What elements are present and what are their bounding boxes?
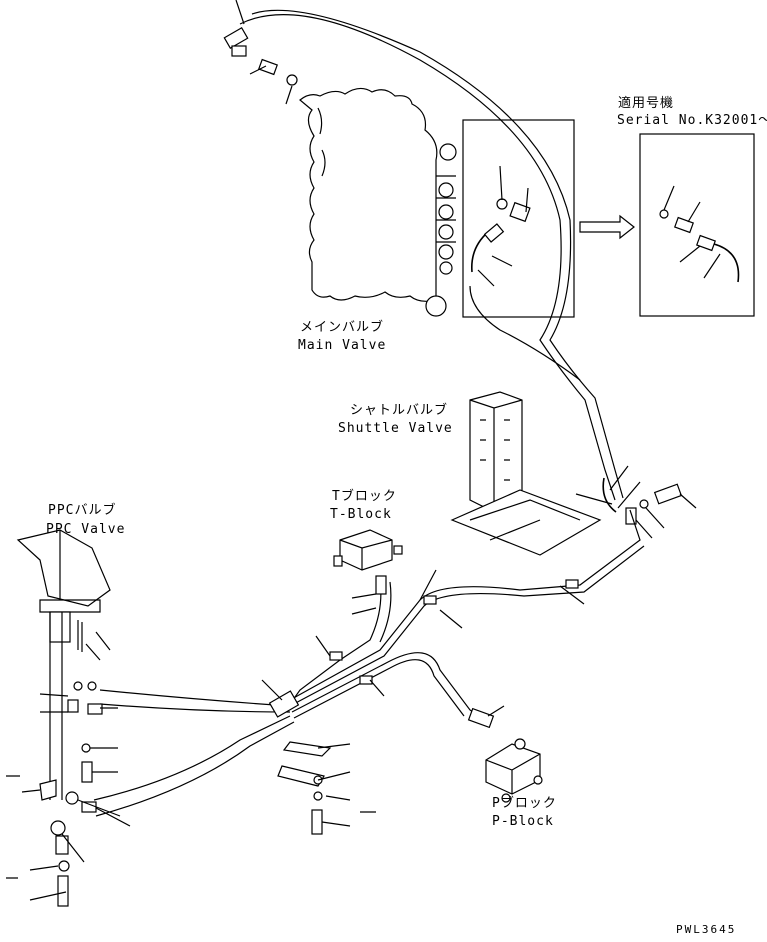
hose-bundle (93, 509, 645, 817)
serial-detail-box (639, 133, 755, 317)
t-block-label-en: T-Block (330, 507, 392, 522)
ppc-valve (6, 529, 131, 907)
drawing-number: PWL3645 (676, 923, 736, 936)
ppc-valve-label-jp: PPCバルブ (48, 502, 116, 518)
main-valve-label-en: Main Valve (298, 338, 386, 353)
p-block-label-jp: Pブロック (492, 795, 557, 811)
serial-label: Serial No.K32001～ (617, 113, 767, 128)
main-valve (299, 87, 457, 317)
serial-detail-fittings (659, 185, 740, 283)
clamp-parts (277, 741, 376, 835)
pilot-hose (239, 14, 616, 501)
p-block-label-en: P-Block (492, 814, 554, 829)
detail-box (462, 119, 575, 318)
t-block (333, 529, 403, 571)
shuttle-valve-label-en: Shuttle Valve (338, 421, 453, 436)
main-valve-fittings (471, 165, 531, 287)
shuttle-valve (450, 391, 602, 556)
arrow-icon (579, 214, 635, 240)
t-block-label-jp: Tブロック (332, 488, 397, 504)
applicable-label: 適用号機 (618, 95, 674, 111)
ppc-valve-label-en: PPC Valve (46, 522, 125, 537)
main-valve-label-jp: メインバルブ (300, 319, 384, 335)
p-block (485, 738, 543, 803)
shuttle-valve-label-jp: シャトルバルブ (350, 402, 448, 418)
